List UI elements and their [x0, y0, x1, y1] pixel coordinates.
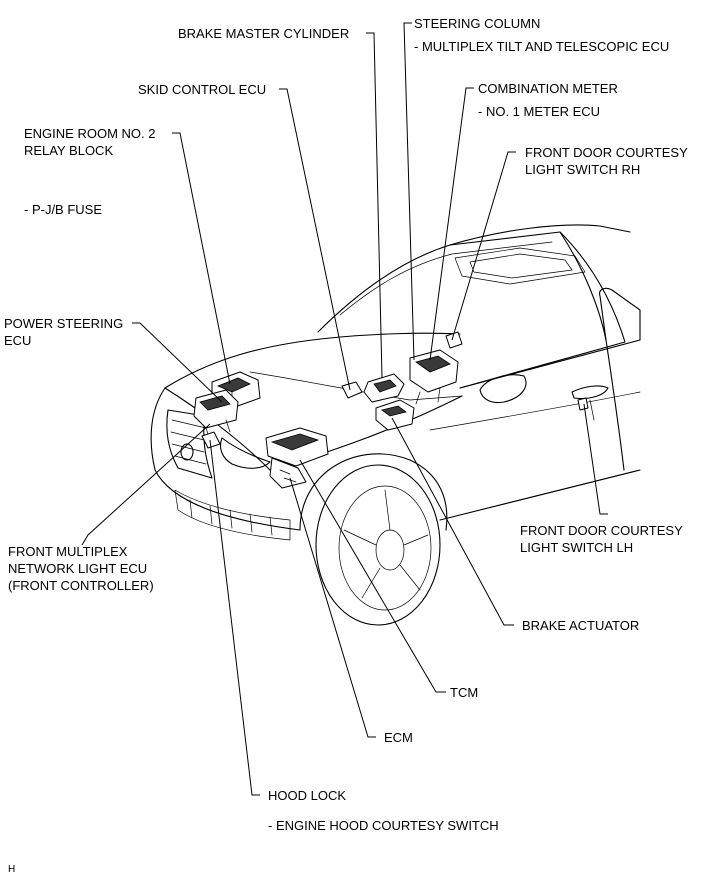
label-power-steering-2: ECU: [4, 333, 31, 348]
leader-hood-lock: [209, 439, 260, 796]
front-bumper: [150, 387, 301, 531]
brake-master-cylinder-part: [363, 373, 405, 403]
hood-front-edge: [164, 387, 271, 471]
grille-bars: [170, 419, 207, 465]
label-skid-control-ecu: SKID CONTROL ECU: [138, 82, 266, 97]
front-wheel-arch: [299, 453, 448, 531]
label-hood-lock-sub: - ENGINE HOOD COURTESY SWITCH: [268, 818, 499, 833]
leader-brake-actuator: [391, 417, 514, 626]
label-front-door-rh-1: FRONT DOOR COURTESY: [525, 145, 688, 160]
front-door-window: [599, 287, 641, 341]
belt-line: [459, 339, 641, 389]
components: [193, 331, 589, 489]
sunroof: [454, 247, 586, 285]
leader-lines: [81, 22, 608, 796]
corner-mark: H: [8, 864, 15, 875]
hood-outline: [164, 332, 461, 389]
windshield-inner: [339, 241, 553, 316]
label-engine-room-relay-1: ENGINE ROOM NO. 2: [24, 126, 155, 141]
label-front-door-rh-2: LIGHT SWITCH RH: [525, 162, 640, 177]
side-character-line: [429, 391, 641, 431]
label-tcm: TCM: [450, 685, 478, 700]
windshield: [317, 231, 626, 389]
leader-tcm: [299, 459, 446, 693]
lower-intake-bars: [189, 499, 273, 536]
sunroof-inner: [469, 253, 573, 279]
skid-control-ecu-part: [341, 381, 363, 399]
emblem: [180, 443, 194, 461]
label-front-door-lh-1: FRONT DOOR COURTESY: [520, 523, 683, 538]
labels: BRAKE MASTER CYLINDER STEERING COLUMN - …: [4, 16, 688, 875]
front-rim: [338, 485, 432, 611]
label-power-steering-1: POWER STEERING: [4, 316, 123, 331]
lower-intake: [174, 489, 291, 541]
side-mirror: [479, 374, 527, 404]
label-front-multiplex-1: FRONT MULTIPLEX: [8, 544, 128, 559]
leader-front-multiplex: [81, 423, 211, 546]
front-tire: [315, 464, 441, 626]
hood-lock-part: [201, 431, 221, 449]
door-front-edge: [605, 339, 625, 471]
leader-ecm: [289, 477, 376, 738]
leader-brake-master-cylinder: [366, 32, 383, 379]
door-handle: [571, 385, 609, 400]
label-engine-room-relay-2: RELAY BLOCK: [24, 143, 113, 158]
leader-combination-meter: [429, 87, 474, 361]
leader-front-door-lh: [583, 403, 608, 515]
vehicle-outline: [150, 224, 641, 626]
label-steering-column: STEERING COLUMN: [414, 16, 540, 31]
leader-front-door-rh: [451, 151, 516, 341]
label-ecm: ECM: [384, 730, 413, 745]
leader-engine-room-relay: [172, 132, 231, 385]
label-engine-room-relay-sub: - P-J/B FUSE: [24, 202, 102, 217]
side-sill: [439, 469, 641, 521]
grille: [166, 409, 213, 479]
label-combination-meter-sub: - NO. 1 METER ECU: [478, 104, 600, 119]
rim-spokes: [343, 489, 429, 599]
label-brake-master-cylinder: BRAKE MASTER CYLINDER: [178, 26, 349, 41]
door-courtesy-switch-lh-part: [577, 397, 589, 411]
hood-crease: [249, 371, 463, 401]
roof-line: [449, 224, 631, 246]
label-front-multiplex-2: NETWORK LIGHT ECU: [8, 561, 147, 576]
label-brake-actuator: BRAKE ACTUATOR: [522, 618, 639, 633]
a-pillar: [559, 231, 607, 341]
brake-actuator-part: [375, 399, 415, 431]
label-steering-column-sub: - MULTIPLEX TILT AND TELESCOPIC ECU: [414, 39, 669, 54]
ecm-tcm-part: [265, 427, 329, 489]
leader-power-steering: [132, 322, 223, 403]
front-hub: [375, 529, 405, 571]
label-hood-lock: HOOD LOCK: [268, 788, 346, 803]
leader-steering-column: [403, 22, 415, 361]
label-combination-meter: COMBINATION METER: [478, 81, 618, 96]
power-steering-ecu-part: [193, 389, 239, 441]
headlamp: [219, 437, 271, 469]
leader-skid-control-ecu: [279, 88, 351, 391]
steering-column-part: [409, 331, 463, 405]
label-front-door-lh-2: LIGHT SWITCH LH: [520, 540, 633, 555]
door-jamb: [589, 399, 595, 421]
label-front-multiplex-3: (FRONT CONTROLLER): [8, 578, 154, 593]
